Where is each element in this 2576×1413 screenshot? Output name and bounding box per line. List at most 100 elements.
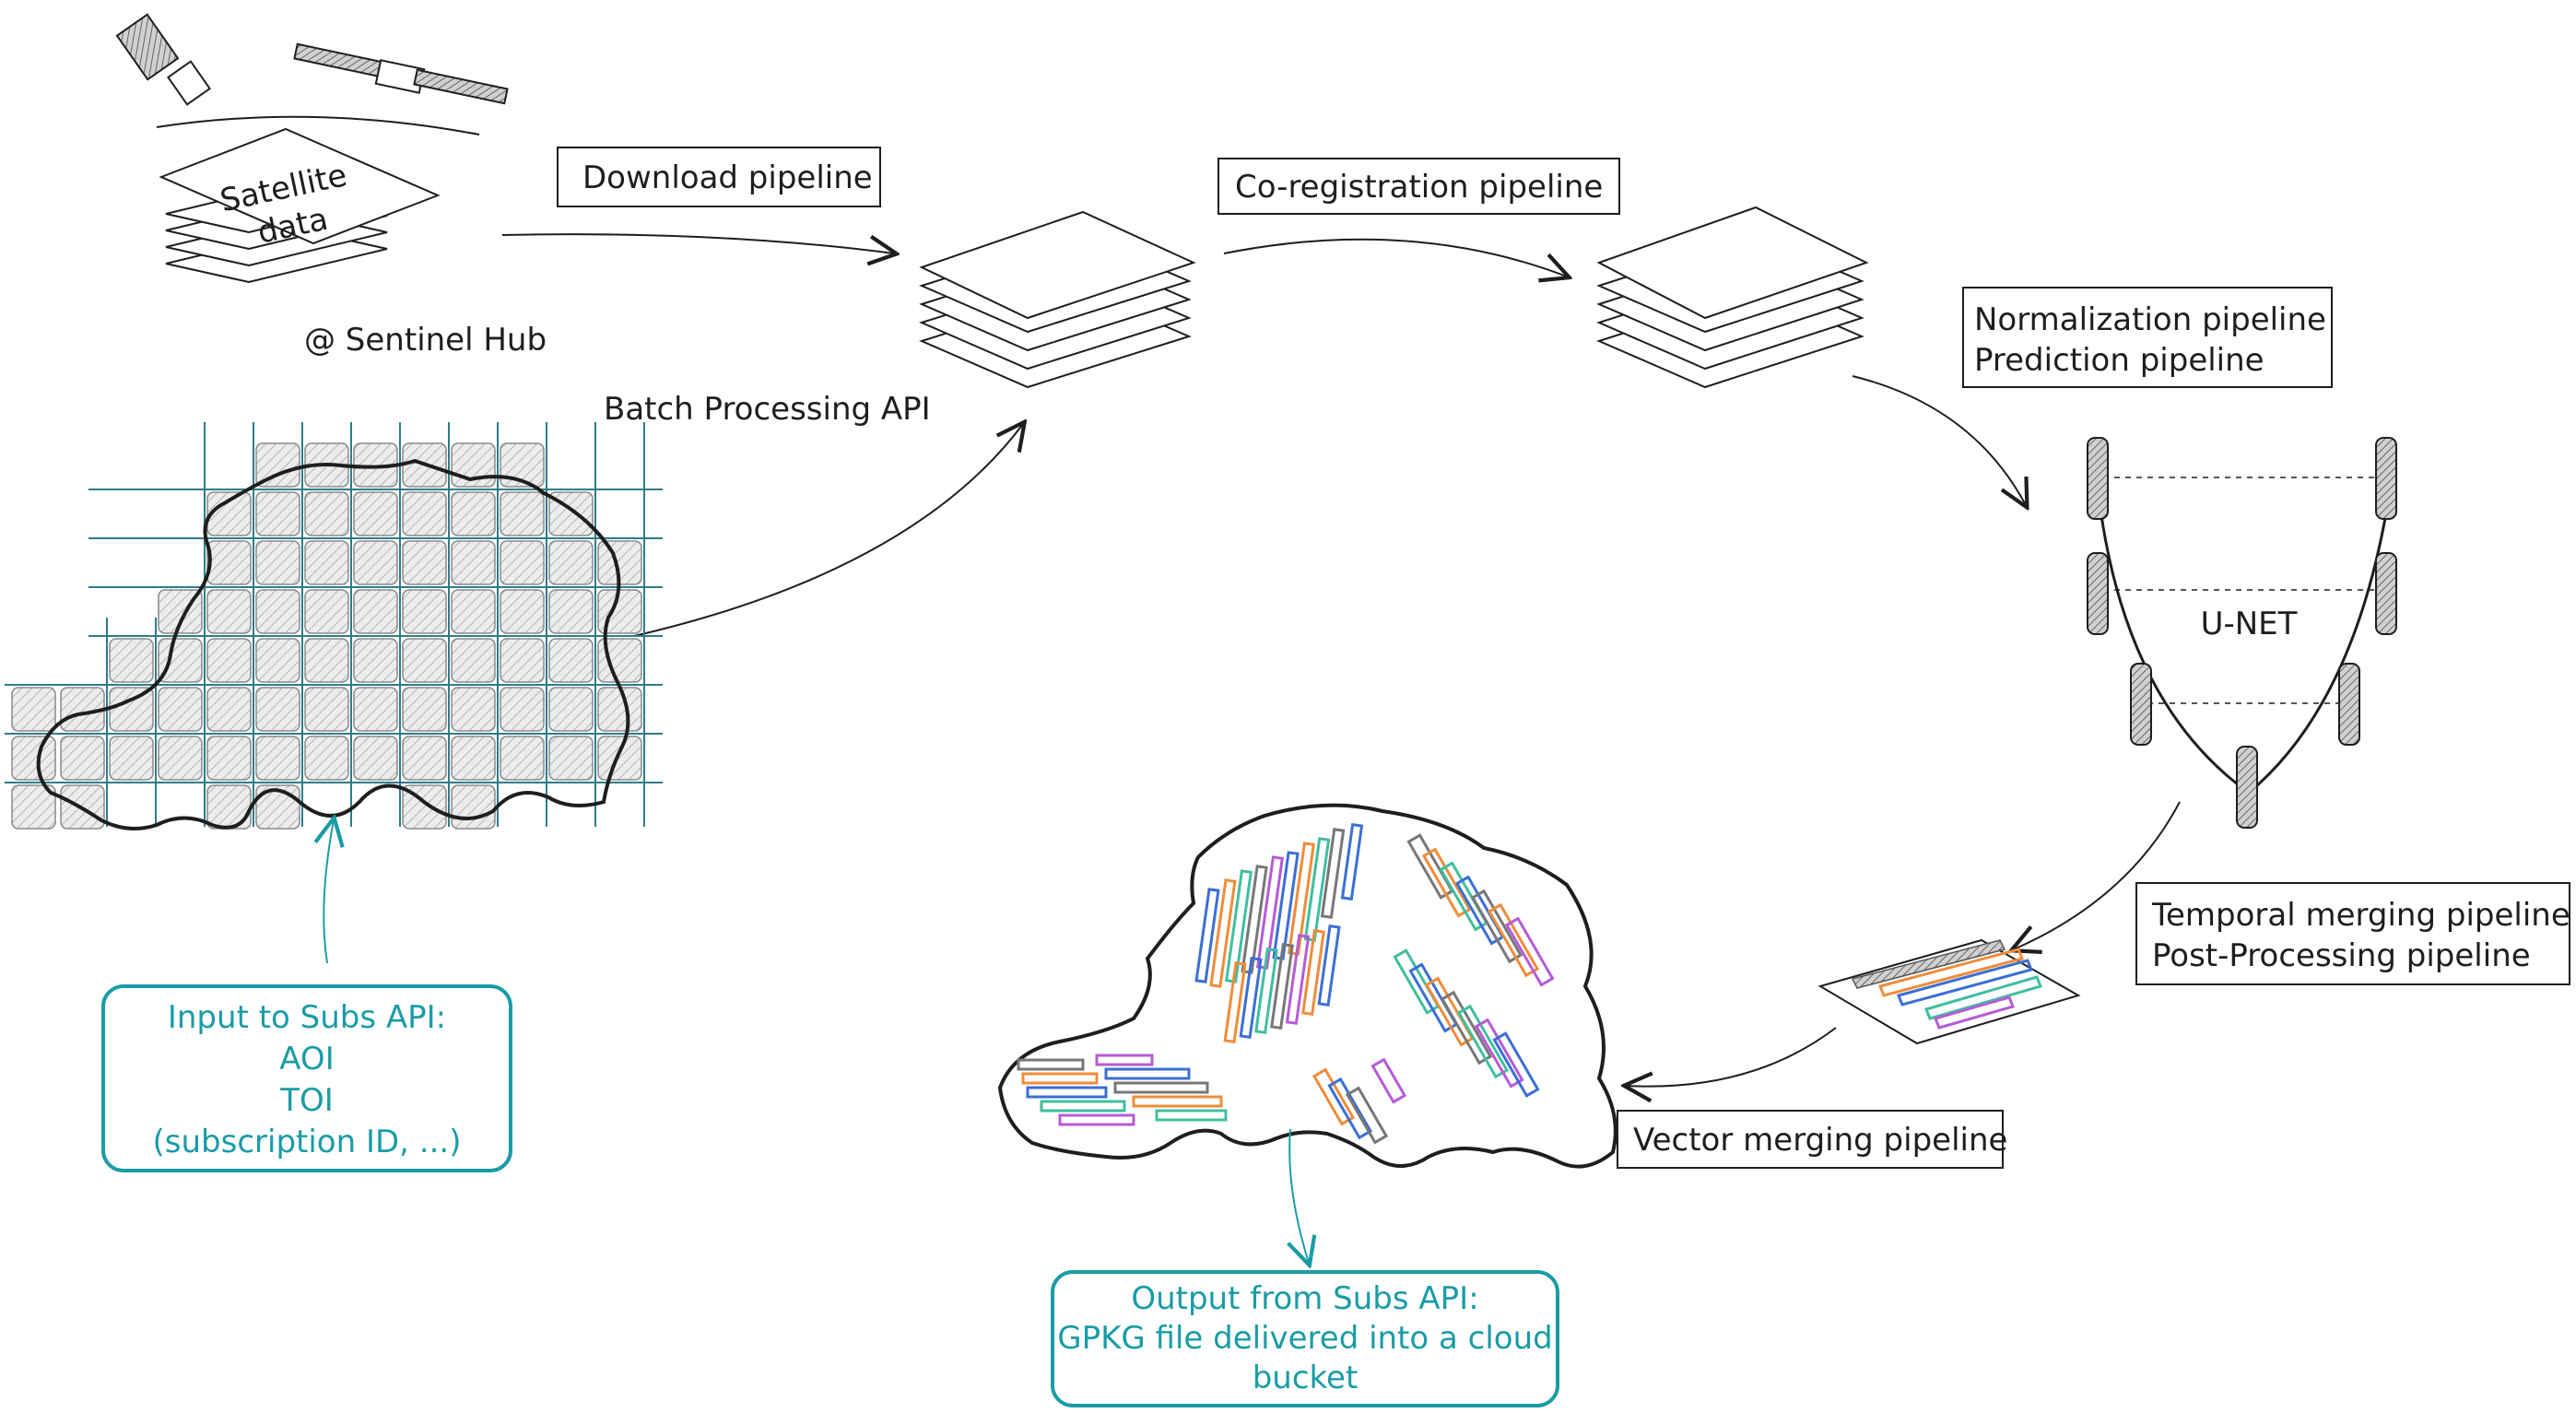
- aoi-tile: [402, 491, 447, 536]
- aoi-tile: [500, 589, 545, 634]
- aoi-tile: [255, 540, 300, 585]
- aoi-tile: [548, 589, 594, 634]
- aoi-tile: [402, 589, 447, 634]
- normalization-pipeline-label: Normalization pipeline: [1974, 301, 2326, 338]
- aoi-tile: [500, 736, 545, 781]
- aoi-tile: [109, 736, 154, 781]
- batch-processing-api-label: Batch Processing API: [604, 391, 931, 428]
- aoi-tile: [548, 540, 594, 585]
- aoi-tile: [255, 687, 300, 732]
- aoi-tile: [158, 736, 203, 781]
- aoi-tile: [597, 736, 642, 781]
- coregistration-arrow: [1223, 238, 1567, 277]
- downloaded-data-stack-icon: [919, 210, 1196, 389]
- aoi-tile: [304, 540, 349, 585]
- aoi-tile: [304, 687, 349, 732]
- aoi-tile: [255, 442, 300, 488]
- aoi-tile: [206, 736, 252, 781]
- input-subs-api-box: [101, 984, 512, 1172]
- aoi-tile: [304, 638, 349, 683]
- aoi-tile: [548, 736, 594, 781]
- output-box-title: Output from Subs API:: [1131, 1280, 1478, 1317]
- satellite-icon-right: [293, 42, 509, 105]
- post-processing-pipeline-label: Post-Processing pipeline: [2152, 937, 2531, 974]
- output-box-line3: bucket: [1253, 1360, 1359, 1396]
- aoi-tile: [206, 589, 252, 634]
- aoi-tile: [158, 638, 203, 683]
- aoi-tile: [158, 687, 203, 732]
- temporal-postprocessing-box: [2135, 882, 2570, 985]
- aoi-tile: [500, 638, 545, 683]
- temporal-merging-pipeline-label: Temporal merging pipeline: [2151, 897, 2570, 934]
- aoi-tile: [402, 687, 447, 732]
- aoi-tile: [500, 687, 545, 732]
- aoi-tile: [353, 638, 398, 683]
- aoi-tile: [109, 687, 154, 732]
- aoi-tile: [548, 687, 594, 732]
- coregistered-data-stack-icon: [1596, 206, 1869, 389]
- aoi-tile: [353, 736, 398, 781]
- aoi-tile: [353, 687, 398, 732]
- aoi-tile: [500, 442, 545, 488]
- coregistration-pipeline-label: Co-registration pipeline: [1235, 169, 1603, 206]
- aoi-tile: [402, 736, 447, 781]
- aoi-tile: [206, 687, 252, 732]
- aoi-tile: [451, 491, 496, 536]
- aoi-tile: [304, 589, 349, 634]
- input-box-title: Input to Subs API:: [168, 999, 446, 1036]
- aoi-tile: [11, 687, 56, 732]
- coregistration-pipeline-box: [1217, 158, 1620, 215]
- output-teal-arrow: [1289, 1128, 1309, 1263]
- aoi-tile: [109, 638, 154, 683]
- aoi-tile: [353, 540, 398, 585]
- aoi-tile: [11, 736, 56, 781]
- vector-merging-pipeline-label: Vector merging pipeline: [1633, 1122, 2007, 1159]
- input-box-aoi: AOI: [279, 1041, 334, 1077]
- output-box-line2: GPKG file delivered into a cloud: [1057, 1320, 1553, 1357]
- input-box-subscription: (subscription ID, ...): [153, 1124, 462, 1160]
- download-pipeline-label: Download pipeline: [582, 159, 873, 196]
- aoi-tile: [304, 736, 349, 781]
- aoi-tile: [451, 784, 496, 830]
- aoi-tile: [402, 540, 447, 585]
- aoi-tile: [451, 687, 496, 732]
- input-teal-arrow: [323, 820, 334, 964]
- aoi-tile: [353, 491, 398, 536]
- aoi-tile: [353, 589, 398, 634]
- unet-label: U-NET: [2201, 606, 2298, 642]
- input-aoi-grid-map: [5, 422, 663, 830]
- output-subs-api-box: [1051, 1270, 1559, 1407]
- input-box-toi: TOI: [279, 1082, 334, 1119]
- aoi-tile: [500, 540, 545, 585]
- normalization-arrow: [1852, 375, 2026, 505]
- aoi-tile: [206, 491, 252, 536]
- satellite-data-stack-icon: [159, 127, 441, 284]
- unet-diagram: [2087, 437, 2397, 829]
- aoi-tile: [402, 638, 447, 683]
- aoi-tile: [206, 540, 252, 585]
- prediction-pipeline-label: Prediction pipeline: [1974, 342, 2264, 379]
- aoi-tile: [255, 736, 300, 781]
- prediction-tile-icon: [1817, 938, 2081, 1045]
- download-arrow: [501, 233, 894, 253]
- aoi-tile: [451, 540, 496, 585]
- aoi-tile: [11, 784, 56, 830]
- download-pipeline-box: [557, 147, 881, 207]
- orbit-line: [156, 115, 480, 135]
- unet-output-arrow: [2014, 801, 2181, 949]
- batch-arrow: [633, 424, 1023, 637]
- aoi-tile: [597, 638, 642, 683]
- output-parcel-map: [997, 803, 1617, 1169]
- vector-merging-arrow: [1627, 1027, 1837, 1087]
- aoi-tile: [451, 589, 496, 634]
- vector-merging-pipeline-box: [1617, 1110, 2004, 1169]
- sentinel-hub-label: @ Sentinel Hub: [304, 322, 547, 359]
- aoi-tile: [255, 589, 300, 634]
- aoi-tile: [255, 638, 300, 683]
- satellite-icon-left: [115, 13, 212, 106]
- aoi-tile: [597, 687, 642, 732]
- aoi-tile: [451, 638, 496, 683]
- aoi-tile: [60, 736, 105, 781]
- aoi-tile: [206, 638, 252, 683]
